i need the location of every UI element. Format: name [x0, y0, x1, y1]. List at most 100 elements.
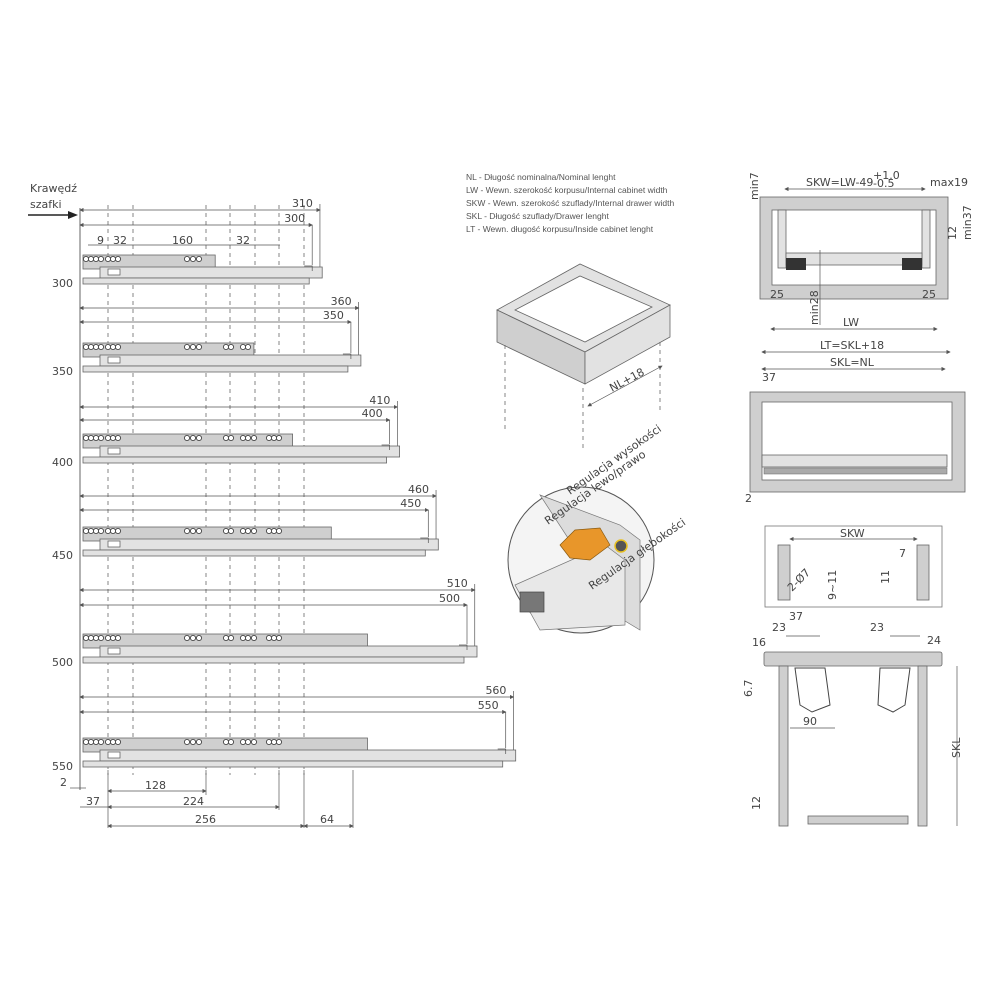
slide-length-label: 500: [52, 656, 73, 669]
mounting-hole: [189, 434, 197, 442]
mounting-hole: [265, 738, 273, 746]
mounting-hole: [244, 343, 252, 351]
legend-skw: SKW - Wewn. szerokość szuflady/Internal …: [466, 198, 674, 208]
mounting-hole: [275, 738, 283, 746]
dim-64: 64: [320, 813, 334, 826]
mounting-hole: [195, 634, 203, 642]
mounting-hole: [195, 434, 203, 442]
dim-min37: min37: [961, 205, 974, 240]
mounting-hole: [104, 434, 112, 442]
mounting-hole: [270, 738, 278, 746]
dim-max19: max19: [930, 176, 968, 189]
drawer-member: [99, 354, 362, 367]
rear-hook: [342, 353, 352, 359]
back-panel-view: SKW 2-Ø7 9~11 7 11 37: [764, 525, 943, 623]
mounting-hole: [104, 255, 112, 263]
dim-37: 37: [86, 795, 100, 808]
mounting-hole: [222, 527, 230, 535]
mounting-hole: [222, 634, 230, 642]
mounting-hole: [189, 343, 197, 351]
rear-hook: [459, 644, 468, 650]
mounting-hole: [275, 434, 283, 442]
dim-outer-510: 510: [447, 577, 468, 590]
mounting-hole: [265, 527, 273, 535]
dim-25-right: 25: [922, 288, 936, 301]
dim-outer-460: 460: [408, 483, 429, 496]
side-section-view: LT=SKL+18 SKL=NL 37 2: [745, 339, 966, 505]
mounting-hole: [114, 738, 122, 746]
rear-hook: [304, 265, 313, 271]
mounting-hole: [183, 343, 191, 351]
mounting-hole: [114, 434, 122, 442]
orange-clip-icon: [559, 527, 611, 561]
mounting-hole: [270, 527, 278, 535]
formula-skw: SKW=LW-49: [806, 176, 873, 189]
dim-outer-310: 310: [292, 197, 313, 210]
dim-2-side: 2: [745, 492, 752, 505]
mounting-hole: [183, 738, 191, 746]
mounting-hole: [114, 343, 122, 351]
mounting-hole: [104, 527, 112, 535]
mounting-hole: [104, 634, 112, 642]
dim-23-left: 23: [772, 621, 786, 634]
dim-inner-450: 450: [400, 497, 421, 510]
tol-plus: +1.0: [873, 169, 900, 182]
mounting-hole: [244, 527, 252, 535]
mounting-hole: [222, 738, 230, 746]
mounting-hole: [244, 634, 252, 642]
drawer-member: [99, 538, 439, 551]
dim-skl-nl: SKL=NL: [830, 356, 875, 369]
mounting-hole: [195, 343, 203, 351]
dim-12: 12: [946, 226, 959, 240]
dim-9-11: 9~11: [826, 570, 839, 600]
mounting-hole: [250, 738, 258, 746]
dim-25-left: 25: [770, 288, 784, 301]
mounting-hole: [104, 343, 112, 351]
dim-skl: SKL: [950, 737, 963, 758]
mounting-hole: [239, 527, 247, 535]
dim-224: 224: [183, 795, 204, 808]
drawer-member: [99, 266, 323, 279]
mounting-hole: [270, 434, 278, 442]
mounting-hole: [87, 738, 95, 746]
slide-rail: [82, 760, 504, 768]
mounting-hole: [239, 434, 247, 442]
lock-slot: [107, 647, 121, 655]
mounting-hole: [189, 255, 197, 263]
mounting-hole: [109, 527, 117, 535]
slide-rail: [82, 277, 310, 285]
mounting-hole: [92, 527, 100, 535]
mounting-hole: [222, 434, 230, 442]
dim-128: 128: [145, 779, 166, 792]
dim-256: 256: [195, 813, 216, 826]
mounting-hole: [114, 527, 122, 535]
slide-rail: [82, 549, 426, 557]
lock-slot: [107, 447, 121, 455]
mounting-hole: [114, 634, 122, 642]
dim-lw: LW: [843, 316, 859, 329]
mounting-hole: [244, 434, 252, 442]
mounting-hole: [189, 634, 197, 642]
mounting-hole: [82, 343, 90, 351]
mounting-hole: [109, 738, 117, 746]
legend: NL - Długość nominalna/Nominal lenght LW…: [466, 172, 674, 234]
mounting-hole: [82, 738, 90, 746]
drawer-box-illustration: NL+18: [496, 263, 671, 450]
slide-length-label: 350: [52, 365, 73, 378]
mounting-hole: [250, 634, 258, 642]
mounting-hole: [92, 738, 100, 746]
dim-min28: min28: [808, 290, 821, 325]
dim-37-back: 37: [789, 610, 803, 623]
mounting-hole: [114, 255, 122, 263]
dim-nl-plus-18: NL+18: [607, 366, 646, 395]
slide-length-label: 400: [52, 456, 73, 469]
slide-rail: [82, 456, 388, 464]
mounting-hole: [275, 527, 283, 535]
dim-outer-560: 560: [485, 684, 506, 697]
dim-inner-550: 550: [478, 699, 499, 712]
drawer-member: [99, 445, 401, 458]
legend-lw: LW - Wewn. szerokość korpusu/Internal ca…: [466, 185, 668, 195]
